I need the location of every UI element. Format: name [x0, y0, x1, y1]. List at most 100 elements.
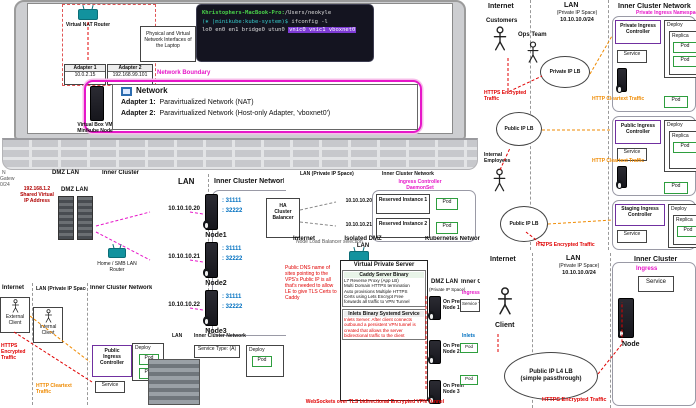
kubernetes-header: Kubernetes Network [425, 236, 480, 242]
instance-ip: 10.10.10.21 [345, 222, 372, 228]
nodeport-2: : 32222 [222, 208, 243, 214]
nodeport-1: : 31111 [222, 246, 242, 252]
laptop-keyboard [2, 138, 478, 170]
pod-chip: Pod [436, 198, 458, 210]
deploy-label: Deploy [135, 345, 151, 351]
replica-box: Replica Pod [673, 215, 696, 245]
network-adapter-2-desc: Paravirtualized Network (Host-only Adapt… [159, 109, 331, 117]
caddy-line: Multi Domain HTTPS termination [344, 283, 410, 289]
interfaces-note: Physical and Virtual Network Interfaces … [140, 26, 196, 62]
sub-deploy-box: Deploy Pod [246, 345, 284, 377]
person-icon [44, 309, 52, 323]
deploy-label: Deploy [671, 206, 687, 212]
shared-ip-line: IP Address [24, 198, 50, 204]
https-traffic-label: HTTPS Encrypted Traffic [536, 242, 595, 248]
network-info-box: Network Adapter 1: Paravirtualized Netwo… [112, 84, 418, 130]
mini-ingress-diagram: Internet LAN (Private IP Space) Inner Cl… [0, 283, 286, 408]
http-traffic-label: HTTP Cleartext Traffic [36, 383, 72, 395]
reserved-instance-box: Reserved Instance 2 [376, 218, 430, 238]
inlets-text: Inlets Server: After client connects out… [344, 316, 416, 339]
shared-ip-line: Shared Virtual [20, 192, 54, 198]
public-ip-lb-cloud: Public IP LB [500, 206, 548, 242]
tux-penguin-icon [616, 180, 623, 189]
https-traffic-label: HTTPS Encrypted Traffic [484, 90, 527, 102]
caddy-box: Caddy Server Binary L7 Reverse Proxy (Ap… [342, 269, 426, 307]
deploy-box: Deploy Replica Pod [664, 120, 696, 172]
lan-header: LAN [566, 255, 581, 262]
inlets-client-label: Inlets [462, 333, 476, 339]
side-dmz-header: DMZ LAN [431, 279, 458, 285]
node-ip: 10.10.10.20 [168, 206, 200, 212]
customers-label: Customers [486, 18, 518, 24]
column-divider [532, 253, 533, 408]
nat-router-icon [78, 9, 98, 20]
pod-chip: Pod [436, 222, 458, 234]
terminal-command: ifconfig -l [288, 18, 328, 25]
ha-lb-line: Balancer [272, 215, 294, 221]
nodeport-diagram: LAN Inner Cluster Network 10.10.10.20 : … [150, 170, 286, 340]
ingress-controller-box: Staging Ingress Controller [615, 204, 665, 226]
lan-cidr: 10.10.10.0/24 [562, 270, 596, 276]
ops-team-label: Ops Team [518, 32, 547, 38]
node-label: Node [622, 341, 640, 348]
network-adapter-1-row: Adapter 1: Paravirtualized Network (NAT) [121, 99, 409, 107]
ha-lb-box: HA Cluster Balancer [266, 198, 300, 238]
side-cluster-header: Inner Cluster [461, 279, 480, 285]
home-router-label: Home / SMB LAN Router [97, 261, 137, 273]
ingress-daemonset-label: Ingress Controller DaemonSet [388, 179, 452, 191]
network-adapter-2-row: Adapter 2: Paravirtualized Network (Host… [121, 110, 409, 118]
instance-ip: 10.10.10.20 [345, 198, 372, 204]
tux-penguin-icon [618, 328, 625, 337]
pod-chip: Pod [673, 42, 696, 53]
deploy-label: Deploy [667, 122, 683, 128]
adapter-2-ip: 192.168.99.101 [112, 72, 148, 78]
internal-client-box: Internal Client [33, 307, 63, 343]
https-traffic-label: HTTPS Encrypted Traffic [1, 343, 26, 361]
dmz-lan-diagram: DMZ LAN Inner Cluster N Gatew 0/24 192.1… [0, 168, 152, 288]
client-label: Client [495, 322, 515, 329]
lan-header: LAN (Private IP Space) [300, 171, 354, 177]
caddy-line: Certs using Lets Encrypt Free [344, 294, 404, 300]
ingress-label: Ingress [462, 290, 480, 296]
vps-title: Virtual Private Server [353, 262, 415, 268]
lan-subheader: (Private IP Space) [558, 263, 600, 269]
server-rack-icon [77, 196, 93, 240]
inner-cluster-box [372, 190, 476, 242]
l4-lb-line: Public IP L4 LB [529, 369, 573, 376]
internet-header: Internet [488, 3, 514, 10]
network-info-title: Network [136, 86, 168, 96]
laptop-diagram: Virtual NAT Router Khristophers-MacBook-… [0, 0, 480, 172]
ingress-label: Ingress [636, 266, 658, 272]
external-client-box: External Client [0, 297, 30, 333]
inner-cluster-header: Inner Cluster Network [618, 3, 691, 10]
public-ingress-controller-box: Public Ingress Controller [92, 345, 132, 377]
inner-cluster-header: Inner Cluster Network [90, 285, 152, 291]
ha-lb-diagram: LAN (Private IP Space) Inner Cluster Net… [262, 168, 480, 248]
pod-chip: Pod [673, 142, 696, 153]
minikube-vm-label: Virtual Box VM Minikube Node [77, 122, 113, 134]
internal-employees-line: Employees [484, 158, 511, 164]
service-box: Service [638, 276, 674, 292]
https-traffic-label: HTTPS Encrypted Traffic [542, 397, 607, 403]
tux-penguin-icon [203, 220, 210, 229]
onprem-node-label: On Prem Node 1 [443, 299, 464, 311]
nodeport-1: : 31111 [222, 198, 242, 204]
person-icon [527, 41, 539, 63]
terminal-output: lo0 en0 en1 bridge0 utun0 [202, 27, 285, 34]
lan-header: LAN (Private IP Space) [36, 286, 86, 292]
internal-client-label: Internal Client [39, 324, 57, 336]
dns-note: Public DNS name of sites pointing to the… [285, 265, 337, 301]
node-name: Node3 [205, 328, 227, 335]
ingress-controller-box: Private Ingress Controller [615, 20, 661, 44]
adapter-1-name: Adapter 1 [65, 65, 105, 72]
nodeport-1: : 31111 [222, 294, 242, 300]
ingress-namespace-label: Private Ingress Namespace [636, 10, 696, 16]
edge-fragment: N [2, 170, 6, 176]
vpn-tunnel-caption: WebSockets over TLS bidirectional Encryp… [305, 399, 445, 405]
column-divider [608, 0, 609, 250]
tux-penguin-icon [616, 84, 623, 93]
lan-header: LAN [178, 177, 195, 186]
public-l4-lb-cloud: Public IP L4 LB (simple passthrough) [504, 352, 598, 400]
network-adapter-1-name: Adapter 1: [121, 99, 156, 106]
caddy-line: L7 Reverse Proxy (App LB) [344, 277, 399, 283]
